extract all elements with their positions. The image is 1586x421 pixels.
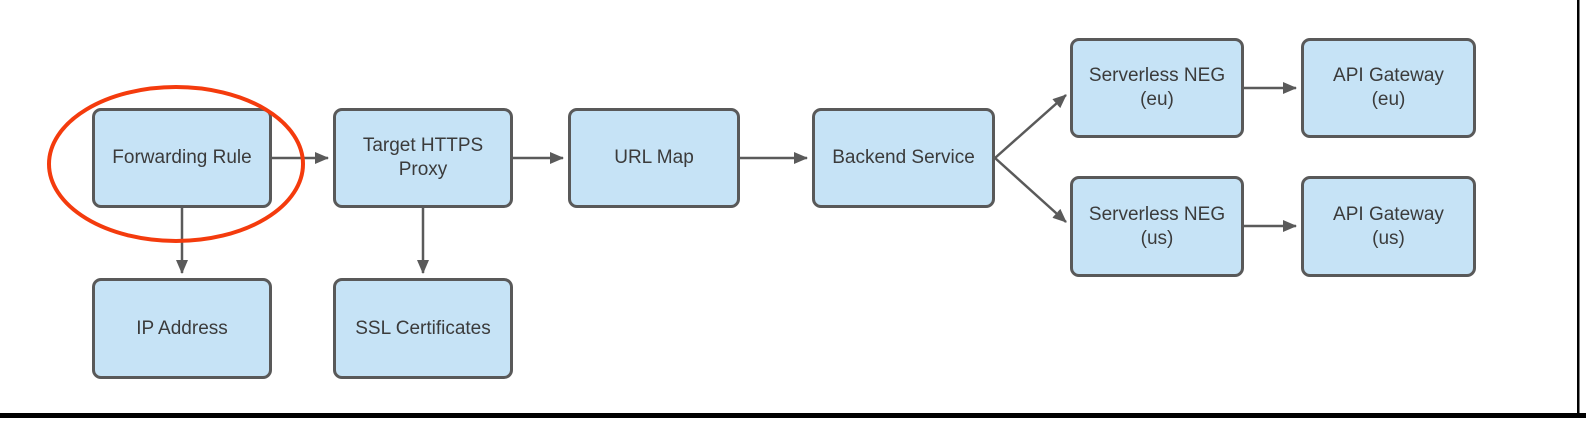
node-label: SSL Certificates xyxy=(355,317,491,339)
node-label: (eu) xyxy=(1140,89,1174,110)
edge-backend-service-to-serverless-neg-eu xyxy=(994,94,1067,159)
node-label: Proxy xyxy=(398,159,448,180)
node-api-gateway-us: API Gateway (us) xyxy=(1301,176,1476,277)
node-label: (us) xyxy=(1140,227,1174,249)
node-ip-address: IP Address xyxy=(92,278,272,379)
node-label: Backend Service xyxy=(832,147,975,168)
node-label: Serverless NEG xyxy=(1088,65,1226,86)
node-label: API Gateway xyxy=(1333,65,1444,86)
node-forwarding-rule: Forwarding Rule xyxy=(92,108,272,208)
page-edge-right-line xyxy=(1577,0,1580,417)
node-ssl-certificates: SSL Certificates xyxy=(333,278,513,379)
node-label: IP Address xyxy=(136,317,228,339)
node-label: API Gateway xyxy=(1333,203,1444,225)
node-label: Serverless NEG xyxy=(1088,203,1226,225)
node-label: (eu) xyxy=(1371,89,1406,110)
node-serverless-neg-eu: Serverless NEG (eu) xyxy=(1070,38,1244,138)
node-serverless-neg-us: Serverless NEG (us) xyxy=(1070,176,1244,277)
node-label: (us) xyxy=(1372,227,1405,249)
node-api-gateway-eu: API Gateway (eu) xyxy=(1301,38,1476,138)
edge-backend-service-to-serverless-neg-us xyxy=(994,157,1067,223)
node-label: Target HTTPS xyxy=(362,135,484,156)
node-label: URL Map xyxy=(614,147,694,168)
node-label: Forwarding Rule xyxy=(112,147,252,168)
node-url-map: URL Map xyxy=(568,108,740,208)
node-target-https-proxy: Target HTTPS Proxy xyxy=(333,108,513,208)
node-backend-service: Backend Service xyxy=(812,108,995,208)
page-edge-bottom-line xyxy=(0,413,1586,418)
